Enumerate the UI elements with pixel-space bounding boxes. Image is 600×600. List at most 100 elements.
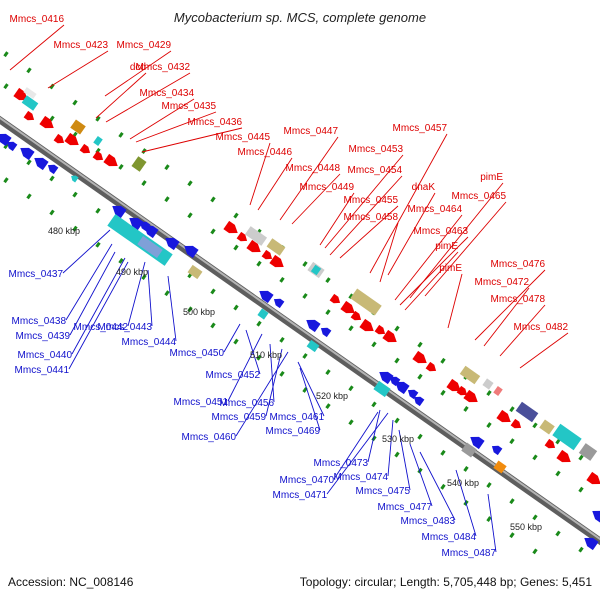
- gene-label: Mmcs_0434: [140, 88, 195, 99]
- gene-box: [493, 386, 503, 396]
- tick-dot: [325, 369, 331, 376]
- tick-dot: [394, 417, 400, 424]
- tick-dot: [210, 288, 216, 295]
- tick-dot: [348, 385, 354, 392]
- gene-features: [0, 87, 600, 551]
- leader-line: [319, 192, 355, 246]
- tick-dot: [509, 498, 515, 505]
- forward-gene-arrow: [13, 87, 28, 101]
- forward-gene-arrow: [269, 254, 284, 268]
- tick-dot: [394, 357, 400, 364]
- tick-dot: [3, 143, 9, 150]
- tick-dot: [49, 175, 55, 182]
- kbp-marker: 550 kbp: [510, 522, 542, 532]
- gene-label: Mmcs_0477: [378, 502, 433, 513]
- tick-dot: [72, 191, 78, 198]
- gene-box: [266, 238, 286, 256]
- gene-label: Mmcs_0457: [393, 123, 448, 134]
- leader-line: [257, 157, 293, 211]
- forward-gene-arrow: [463, 389, 478, 403]
- reverse-gene-arrow: [470, 436, 485, 450]
- leader-line: [367, 409, 381, 463]
- leader-line: [147, 269, 153, 327]
- gene-label: Mmcs_0451: [174, 397, 229, 408]
- forward-gene-arrow: [510, 418, 522, 429]
- forward-gene-arrow: [23, 110, 35, 121]
- genome-backbone: [0, 115, 600, 546]
- tick-dot: [210, 228, 216, 235]
- tick-dot: [26, 67, 32, 74]
- gene-label: Mmcs_0416: [10, 14, 65, 25]
- tick-dot: [118, 163, 124, 170]
- gene-label: Mmcs_0456: [220, 398, 275, 409]
- leader-line: [387, 192, 436, 276]
- forward-gene-arrow: [92, 150, 104, 161]
- gene-box: [93, 136, 103, 146]
- gene-label: pimE: [435, 241, 458, 252]
- leader-line: [399, 236, 469, 306]
- tick-dot: [95, 115, 101, 122]
- gene-label: Mmcs_0476: [491, 259, 546, 270]
- map-title: Mycobacterium sp. MCS, complete genome: [174, 10, 426, 25]
- gene-label: Mmcs_0455: [344, 195, 399, 206]
- gene-label: Mmcs_0454: [348, 165, 403, 176]
- forward-gene-arrow: [382, 329, 397, 343]
- tick-dot: [49, 209, 55, 216]
- leader-line: [47, 50, 109, 89]
- forward-gene-arrow: [544, 438, 556, 449]
- gene-box: [482, 378, 494, 390]
- gene-box: [70, 119, 86, 135]
- forward-gene-arrow: [359, 318, 374, 332]
- tick-dot: [279, 276, 285, 283]
- leader-line: [404, 251, 459, 311]
- gene-box: [131, 156, 147, 172]
- leader-line: [447, 273, 463, 329]
- tick-dot: [141, 180, 147, 186]
- forward-gene-arrow: [39, 115, 54, 129]
- tick-dot: [578, 454, 584, 461]
- tick-dot: [210, 322, 216, 329]
- forward-gene-arrow: [246, 239, 261, 253]
- gene-label: Mmcs_0437: [9, 269, 64, 280]
- reverse-gene-arrow: [407, 389, 419, 400]
- gene-label: Mmcs_0423: [54, 40, 109, 51]
- accession-text: Accession: NC_008146: [8, 575, 134, 589]
- kbp-marker: 480 kbp: [48, 226, 80, 236]
- tick-dot: [325, 277, 331, 284]
- gene-label: Mmcs_0450: [170, 348, 225, 359]
- tick-dot: [164, 164, 170, 171]
- tick-dot: [3, 177, 9, 184]
- reverse-gene-arrow: [273, 298, 285, 309]
- gene-box: [306, 339, 320, 353]
- forward-gene-arrow: [103, 153, 118, 167]
- forward-gene-arrow: [53, 133, 65, 144]
- forward-gene-arrow: [412, 350, 427, 364]
- gene-label: Mmcs_0432: [136, 62, 191, 73]
- leader-line: [474, 269, 546, 341]
- leader-line: [455, 469, 477, 537]
- tick-dot: [486, 516, 492, 522]
- gene-label: Mmcs_0474: [334, 472, 389, 483]
- tick-dot: [532, 548, 538, 555]
- leader-line: [167, 275, 177, 342]
- gene-label: Mmcs_0482: [514, 322, 569, 333]
- gene-label: Mmcs_0465: [452, 191, 507, 202]
- gene-box: [493, 460, 507, 474]
- tick-dot: [486, 482, 492, 488]
- tick-dot: [233, 338, 239, 345]
- reverse-gene-arrow: [0, 133, 12, 147]
- reverse-gene-arrow: [413, 396, 425, 407]
- kbp-marker: 500 kbp: [183, 307, 215, 317]
- leader-line: [499, 304, 546, 357]
- gene-box: [578, 443, 598, 461]
- gene-label: Mmcs_0463: [414, 226, 469, 237]
- forward-gene-arrow: [374, 324, 386, 335]
- tick-dot: [325, 403, 331, 410]
- gene-label: Mmcs_0446: [238, 147, 293, 158]
- tick-dot: [417, 467, 423, 474]
- tick-dot: [394, 325, 400, 332]
- forward-gene-arrow: [496, 409, 511, 423]
- leader-line: [483, 287, 530, 347]
- reverse-gene-arrow: [34, 157, 49, 171]
- leader-line: [65, 243, 113, 321]
